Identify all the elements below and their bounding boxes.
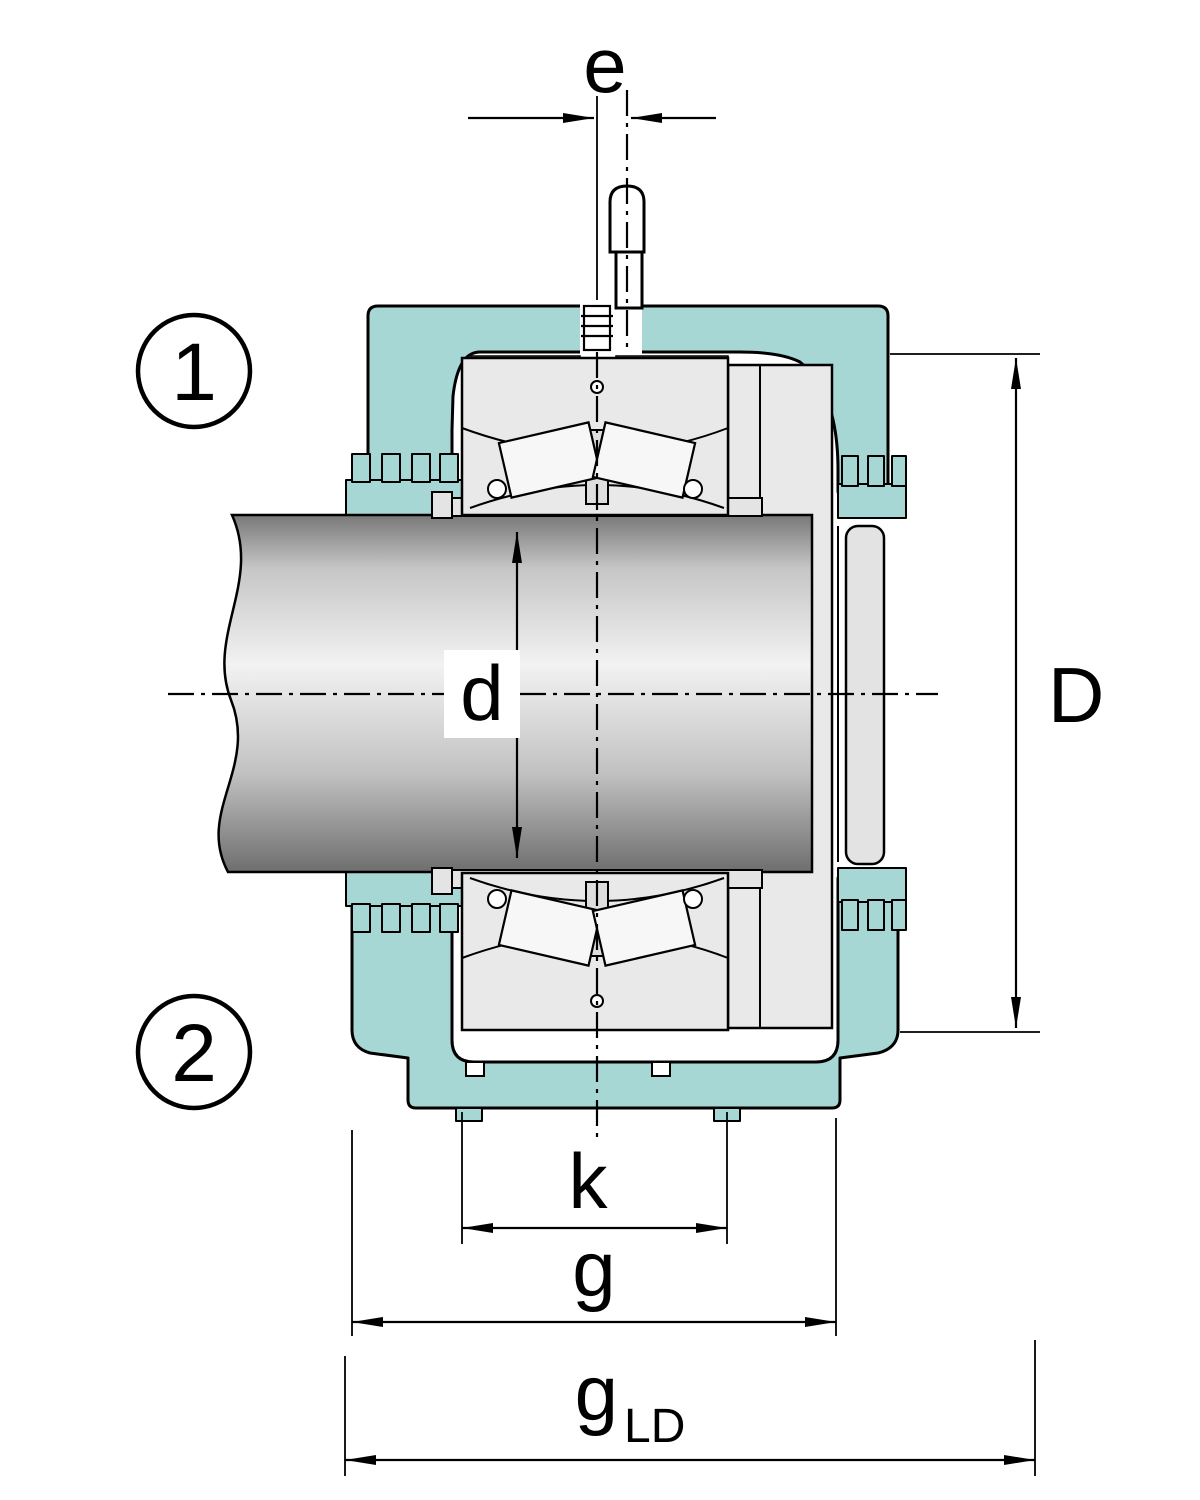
- center-lines: [168, 90, 938, 1140]
- dimension-label-e: e: [583, 21, 626, 109]
- callout-1-number: 1: [171, 327, 217, 418]
- dimension-label-g: g: [572, 1225, 615, 1313]
- dimension-label-D: D: [1048, 651, 1104, 739]
- grease-nipple-thread: [581, 304, 613, 352]
- sump-notches: [465, 1061, 671, 1077]
- dimension-label-k: k: [569, 1137, 609, 1225]
- dimension-label-gld-base: g: [575, 1349, 618, 1437]
- callout-2: 2: [135, 993, 253, 1111]
- callout-1: 1: [135, 312, 253, 430]
- dimension-label-gld-subscript: LD: [624, 1400, 685, 1453]
- callout-2-number: 2: [171, 1008, 217, 1099]
- callout-2-circle: [135, 993, 253, 1111]
- dimension-label-d: d: [460, 649, 503, 737]
- callout-1-circle: [135, 312, 253, 430]
- housing-castings: [345, 304, 907, 1122]
- labyrinth-seal-top-right: [837, 455, 907, 519]
- rollers: [497, 421, 697, 967]
- grease-nipple-neck: [614, 250, 644, 310]
- dimension-lines: [344, 96, 1040, 1476]
- bearing: [460, 356, 730, 1032]
- labyrinth-seal-bottom-left: [345, 869, 463, 933]
- d-label-backing: [444, 650, 520, 738]
- labyrinth-seal-bottom-right: [837, 867, 907, 931]
